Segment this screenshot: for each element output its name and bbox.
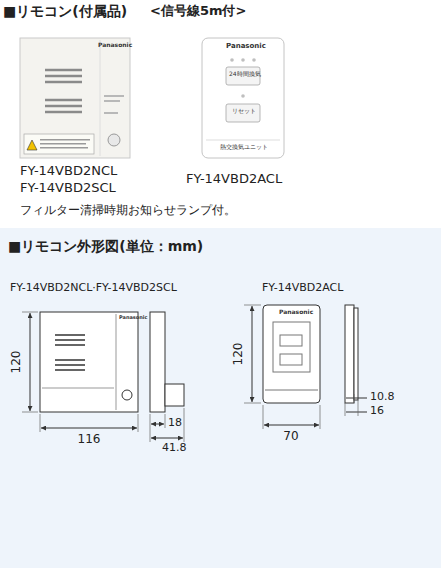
- drawing-caption: FY-14VBD2ACL: [262, 282, 343, 295]
- brand-mark: Panasonic: [226, 42, 266, 50]
- brand-mark: Panasonic: [98, 42, 132, 49]
- dimension: 10.8: [370, 391, 395, 404]
- dimension: 120: [10, 351, 24, 374]
- dimension: 41.8: [162, 442, 187, 455]
- remote-photo-ncl: [20, 38, 130, 158]
- model-number: FY-14VBD2SCL: [20, 181, 116, 196]
- dimension: 116: [78, 433, 101, 447]
- remote-photo-acl: [202, 38, 284, 158]
- drawing-caption: FY-14VBD2NCL·FY-14VBD2SCL: [10, 282, 177, 295]
- section-title: ■リモコン(付属品): [3, 3, 127, 19]
- brand-mark: Panasonic: [119, 315, 148, 321]
- brand-mark: Panasonic: [279, 309, 313, 316]
- dimension: 16: [370, 405, 384, 418]
- signal-wire-note: <信号線5m付>: [150, 4, 246, 19]
- dimension: 18: [168, 417, 182, 430]
- dimension: 70: [283, 430, 298, 444]
- outline-drawing-acl: [244, 305, 367, 429]
- model-number: FY-14VBD2ACL: [186, 172, 282, 187]
- dimension: 120: [232, 343, 246, 366]
- button-label: リセット: [232, 108, 256, 115]
- feature-note: フィルター清掃時期お知らせランプ付。: [20, 204, 236, 218]
- outline-drawing-ncl: [22, 312, 184, 442]
- model-number: FY-14VBD2NCL: [20, 164, 117, 179]
- unit-label: 熱交換気ユニット: [220, 144, 268, 151]
- button-label: 24時間換気: [229, 71, 261, 78]
- panel-heading: ■リモコン外形図(単位：mm): [0, 228, 441, 256]
